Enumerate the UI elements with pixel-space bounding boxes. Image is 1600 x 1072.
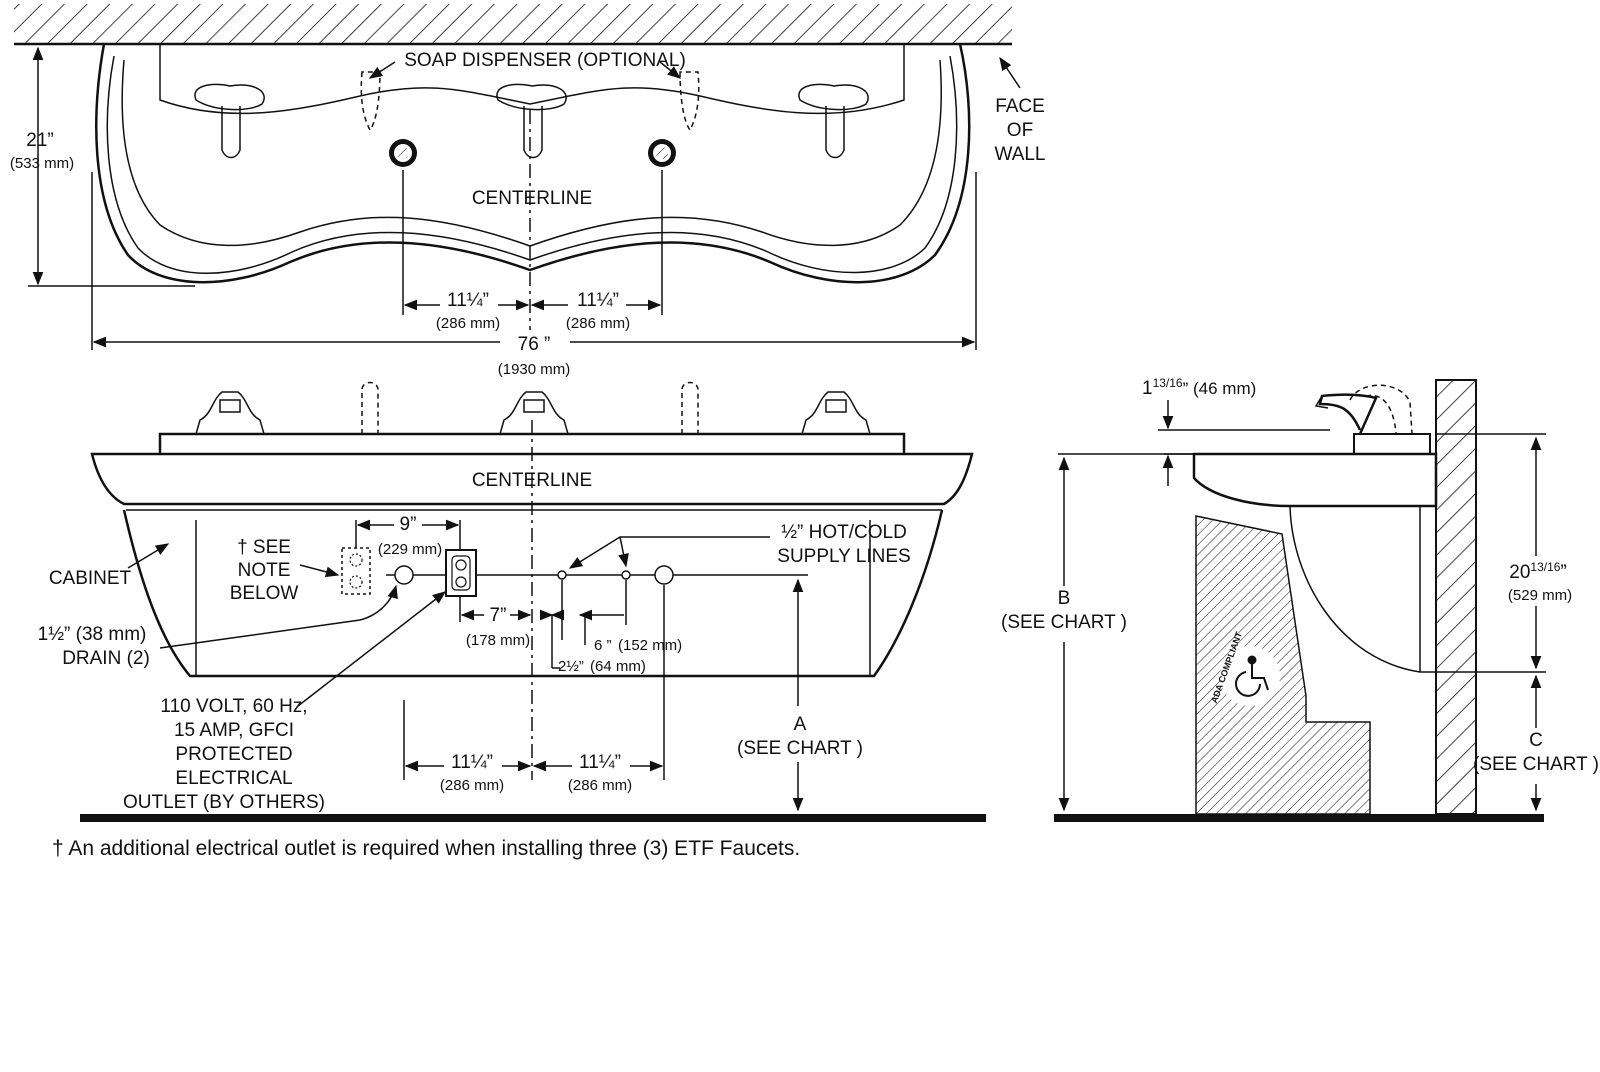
two-half-inch: 2½” [558, 658, 584, 675]
side-wall [1435, 379, 1477, 815]
electrical-outlet [445, 549, 477, 597]
front-view: CENTERLINE 9” [38, 381, 986, 822]
basin-height: 2013/16” [1509, 560, 1567, 583]
electrical-line3: PROTECTED [175, 744, 292, 765]
top-soap-right [679, 71, 700, 132]
hot-supply [621, 570, 631, 580]
front-left-spacing-mm: (286 mm) [440, 777, 504, 794]
outlet-spacing-mm: (229 mm) [378, 541, 442, 558]
face-of-wall-line1: FACE [995, 96, 1045, 117]
spout-height-rest: ” (46 mm) [1183, 379, 1257, 398]
basin-height-frac: 13/16 [1530, 560, 1560, 574]
depth-dimension-mm: (533 mm) [10, 155, 74, 172]
top-view: SOAP DISPENSER (OPTIONAL) FACE OF WALL 2… [10, 4, 1046, 378]
b-label-line1: B [1058, 588, 1071, 609]
basin-height-mm: (529 mm) [1508, 587, 1572, 604]
top-soap-left [360, 71, 381, 132]
top-centerline-label: CENTERLINE [472, 188, 592, 209]
basin-height-rest: ” [1560, 562, 1566, 583]
overall-width: 76 ” [518, 334, 551, 355]
a-label-line1: A [794, 714, 807, 735]
overall-width-mm: (1930 mm) [498, 361, 571, 378]
cabinet-label: CABINET [49, 568, 132, 589]
b-label-line2: (SEE CHART ) [1001, 612, 1127, 633]
top-faucet-center [496, 83, 567, 159]
c-label-line2: (SEE CHART ) [1473, 754, 1599, 775]
supply-lines-line1: ½” HOT/COLD [781, 522, 907, 543]
face-of-wall-line3: WALL [994, 144, 1045, 165]
six-inch-mm: (152 mm) [618, 637, 682, 654]
optional-outlet [341, 547, 371, 595]
front-left-spacing: 11¼” [451, 752, 493, 773]
electrical-line1: 110 VOLT, 60 Hz, [160, 696, 307, 717]
side-floor [1054, 814, 1544, 822]
outlet-spacing: 9” [400, 514, 417, 535]
front-right-spacing-mm: (286 mm) [568, 777, 632, 794]
wheelchair-icon [1235, 655, 1269, 697]
spout-height-frac: 13/16 [1153, 376, 1183, 390]
two-half-inch-mm: (64 mm) [590, 658, 646, 675]
spout-height: 113/16” (46 mm) [1142, 376, 1256, 399]
side-basin [1192, 452, 1438, 508]
depth-dimension: 21” [26, 130, 53, 151]
top-drain-right [648, 139, 676, 167]
seven-inch: 7” [490, 605, 507, 626]
top-wall [14, 4, 1012, 44]
see-note-line2: NOTE [238, 560, 291, 581]
seven-inch-mm: (178 mm) [466, 632, 530, 649]
front-floor [80, 814, 986, 822]
front-faucet-center [499, 391, 569, 435]
cold-supply [557, 570, 567, 580]
six-inch: 6 ” [594, 637, 612, 654]
top-left-spacing: 11¼” [447, 290, 489, 311]
face-of-wall-line2: OF [1007, 120, 1033, 141]
top-right-spacing: 11¼” [577, 290, 619, 311]
electrical-line4: ELECTRICAL [175, 768, 292, 789]
side-view: 113/16” (46 mm) B (SEE CHART ) 2013/16” … [1001, 376, 1599, 822]
drain-line2: DRAIN (2) [62, 648, 150, 669]
see-note-line3: BELOW [230, 583, 299, 604]
front-centerline-label: CENTERLINE [472, 470, 592, 491]
spout-height-main: 1 [1142, 378, 1153, 399]
c-label-line1: C [1529, 730, 1543, 751]
basin-height-main: 20 [1509, 562, 1530, 583]
footnote: † An additional electrical outlet is req… [52, 837, 800, 860]
soap-dispenser-label: SOAP DISPENSER (OPTIONAL) [404, 50, 686, 71]
drain-line1: 1½” (38 mm) [38, 624, 147, 645]
front-faucet-right [801, 391, 871, 435]
a-label-line2: (SEE CHART ) [737, 738, 863, 759]
top-faucet-left [194, 83, 265, 159]
front-faucet-left [195, 391, 265, 435]
front-right-spacing: 11¼” [579, 752, 621, 773]
electrical-line5: OUTLET (BY OTHERS) [123, 792, 325, 813]
front-drain-left [394, 565, 414, 585]
top-faucet-right [798, 83, 869, 159]
supply-lines-line2: SUPPLY LINES [777, 546, 910, 567]
side-faucet [1314, 384, 1431, 455]
top-right-spacing-mm: (286 mm) [566, 315, 630, 332]
front-drain-right [654, 565, 674, 585]
see-note-line1: † SEE [237, 537, 291, 558]
top-left-spacing-mm: (286 mm) [436, 315, 500, 332]
top-basin-outline [95, 43, 971, 284]
top-drain-left [389, 139, 417, 167]
ada-clearance [1195, 515, 1371, 815]
electrical-line2: 15 AMP, GFCI [174, 720, 294, 741]
